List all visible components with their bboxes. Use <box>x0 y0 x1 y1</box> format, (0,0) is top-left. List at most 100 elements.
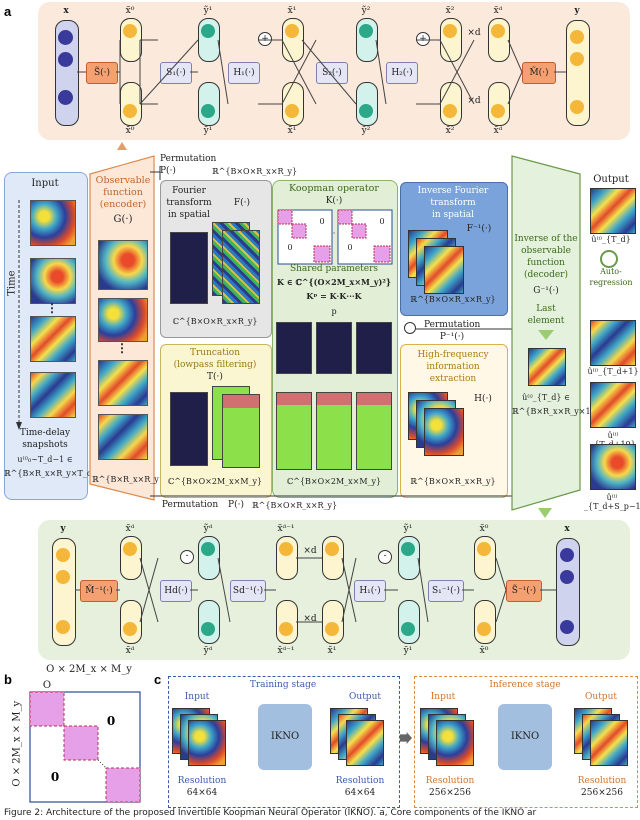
input-title: Input <box>31 178 59 189</box>
inverse-fourier-title-3: in spatial <box>431 210 475 220</box>
koopman-k-definition: K ∈ ℂ^{(O×2M_x×M_y)²} <box>277 277 391 287</box>
plus-icon: + <box>258 32 272 46</box>
node <box>477 622 491 636</box>
observable-title-3: (encoder) <box>99 199 147 210</box>
inference-output-label: Output <box>585 692 617 702</box>
training-input-image <box>188 720 226 766</box>
node <box>401 622 415 636</box>
node <box>279 622 293 636</box>
observable-title-2: function <box>103 187 143 198</box>
observable-feature-image <box>98 360 148 406</box>
y1-bar-label: ȳ¹ <box>203 126 213 136</box>
x1-bar-label: x̄¹ <box>287 126 297 136</box>
truncation-symbol: T(·) <box>207 372 223 382</box>
arrow-up-icon <box>117 142 127 150</box>
matrix-zero-lower: 0 <box>50 770 60 784</box>
inference-stage-title: Inference stage <box>489 680 561 690</box>
training-output-resolution-label: Resolution <box>335 776 385 786</box>
koopman-symbol: K(·) <box>325 196 343 206</box>
y2-tilde-label: ỹ² <box>361 6 371 16</box>
last-element-label-2: element <box>527 316 565 326</box>
auto-regression-2: regression <box>589 278 633 287</box>
koopman-title: Koopman operator <box>289 183 379 194</box>
inference-input-label: Input <box>430 692 456 702</box>
fourier-symbol: F(·) <box>233 198 251 208</box>
inference-output-resolution: 256×256 <box>581 788 623 798</box>
bottom-y1-bar-label: ȳ¹ <box>403 646 413 656</box>
inference-input-image <box>436 720 474 766</box>
s2-block: S₂(·) <box>316 62 348 84</box>
node <box>359 24 373 38</box>
koopman-output-image <box>316 392 352 470</box>
inverse-fourier-title-2: transform <box>430 198 476 208</box>
bottom-y1-tilde-label: ỹ¹ <box>403 524 413 534</box>
truncation-title-2: (lowpass filtering) <box>173 360 257 370</box>
decoder-output-image <box>528 348 566 386</box>
decoder-dimension: ℝ^{B×R_x×R_y×1} <box>512 407 596 416</box>
koopman-output-image <box>356 392 392 470</box>
koopman-dot: · <box>332 229 336 238</box>
node <box>56 570 70 584</box>
output-image <box>590 188 636 234</box>
bottom-yd-tilde-label: ỹᵈ <box>203 524 213 534</box>
bottom-y-label: y <box>60 524 66 534</box>
training-stage-box <box>168 676 400 808</box>
fourier-spectrum-image <box>222 230 260 304</box>
node <box>359 104 373 118</box>
input-snapshot-image <box>30 316 76 362</box>
node <box>401 542 415 556</box>
matrix-side-dimension: O × 2M_x × M_y <box>11 700 23 787</box>
decoder-variable: û⁽ⁱ⁾_{T_d} ∈ <box>522 393 570 402</box>
times-d-label: ×d <box>303 614 317 624</box>
minus-icon: - <box>180 550 194 564</box>
output-image <box>590 444 636 490</box>
koopman-output-image <box>316 322 352 374</box>
high-frequency-title-3: extraction <box>429 374 477 384</box>
permutation-top-arrow <box>150 166 161 180</box>
output-u-tdsp: û⁽ⁱ⁾_{T_d+S_p−1} <box>584 493 640 511</box>
node <box>325 542 339 556</box>
y1-tilde-label: ỹ¹ <box>203 6 213 16</box>
decoder-title-1: Inverse of the <box>514 234 578 244</box>
input-snapshot-image <box>30 258 76 304</box>
truncation-image <box>170 392 208 466</box>
node <box>570 52 584 66</box>
bottom-xd1-bar-label: x̄ᵈ⁻¹ <box>277 646 295 656</box>
node <box>58 30 73 45</box>
last-element-label-1: Last <box>536 304 556 314</box>
node <box>123 24 137 38</box>
m-tilde-block: M̃(·) <box>522 62 556 84</box>
bottom-x0-tilde-label: x̃⁰ <box>479 524 489 534</box>
output-u-td: û⁽ⁱ⁾_{T_d} <box>591 235 631 244</box>
decoder-title-3: function <box>527 258 565 268</box>
ikno-block-infer: IKNO <box>498 704 552 770</box>
inference-output-image <box>590 720 628 766</box>
node <box>570 100 584 114</box>
block-diagonal-matrix <box>29 691 141 803</box>
m-tilde-inverse-block: M̃⁻¹(·) <box>80 580 118 602</box>
inverse-fourier-dimension: ℝ^{B×O×R_x×R_y} <box>410 295 496 304</box>
x2-bar-label: x̄² <box>445 126 455 136</box>
permutation-bottom-line <box>150 495 516 497</box>
training-output-label: Output <box>349 692 381 702</box>
inverse-fourier-image <box>424 246 464 294</box>
arrow-right-icon <box>400 732 412 744</box>
observable-symbol: G(·) <box>113 214 133 225</box>
training-resolution-label: Resolution <box>177 776 227 786</box>
node <box>201 24 215 38</box>
inference-resolution-label: Resolution <box>425 776 475 786</box>
node <box>491 24 505 38</box>
matrix-top-dimension: O × 2M_x × M_y <box>46 664 132 675</box>
decoder-symbol: G⁻¹(·) <box>533 286 559 296</box>
koopman-zero: 0 <box>319 217 325 226</box>
koopman-zero: 0 <box>379 217 385 226</box>
node <box>56 548 70 562</box>
bottom-xd-bar-label: x̄ᵈ <box>125 646 135 656</box>
xd-bar-label: x̄ᵈ <box>493 126 503 136</box>
matrix-zero-upper: 0 <box>106 714 116 728</box>
koopman-output-image <box>276 392 312 470</box>
truncation-image <box>222 394 260 468</box>
koopman-dimension: ℂ^{B×O×2M_x×M_y} <box>286 477 382 486</box>
permutation-top-label: Permutation <box>160 154 217 164</box>
permutation-mid-label: Permutation <box>424 320 481 330</box>
